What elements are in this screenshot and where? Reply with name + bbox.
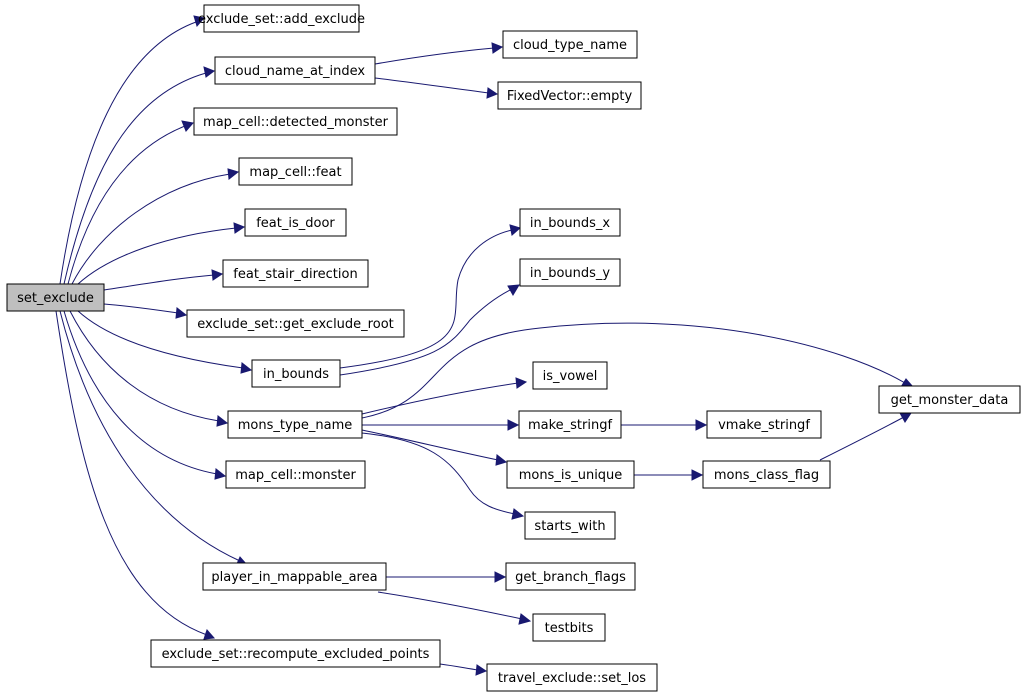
node-mons_class_flag[interactable]: mons_class_flag <box>702 460 831 489</box>
node-feat_is_door[interactable]: feat_is_door <box>244 208 347 237</box>
node-recompute_excluded_points[interactable]: exclude_set::recompute_excluded_points <box>150 639 441 668</box>
node-label: in_bounds_x <box>530 216 611 231</box>
node-mons_type_name[interactable]: mons_type_name <box>227 410 363 439</box>
node-label: in_bounds_y <box>530 266 611 281</box>
node-in_bounds_y[interactable]: in_bounds_y <box>519 258 621 287</box>
node-cloud_type_name[interactable]: cloud_type_name <box>502 30 638 59</box>
edge-mons_is_unique-mons_class_flag <box>634 469 704 481</box>
edge-mons_type_name-get_monster_data <box>361 322 915 419</box>
node-get_exclude_root[interactable]: exclude_set::get_exclude_root <box>186 309 405 338</box>
node-add_exclude[interactable]: exclude_set::add_exclude <box>198 4 365 33</box>
edge-mons_type_name-is_vowel <box>361 377 528 415</box>
node-label: in_bounds <box>263 367 329 382</box>
node-map_cell_feat[interactable]: map_cell::feat <box>238 157 353 186</box>
node-mons_is_unique[interactable]: mons_is_unique <box>506 460 635 489</box>
node-label: cloud_name_at_index <box>225 64 366 79</box>
node-fixedvector_empty[interactable]: FixedVector::empty <box>497 81 642 110</box>
edge-set_exclude-feat_stair_direction <box>103 269 224 291</box>
node-get_branch_flags[interactable]: get_branch_flags <box>505 562 636 591</box>
edge-set_exclude-feat_is_door <box>77 222 246 285</box>
node-label: exclude_set::get_exclude_root <box>197 317 394 332</box>
edge-make_stringf-vmake_stringf <box>621 419 708 431</box>
node-detected_monster[interactable]: map_cell::detected_monster <box>193 107 398 136</box>
edge-mons_class_flag-get_monster_data <box>819 412 912 461</box>
node-set_exclude[interactable]: set_exclude <box>6 283 105 312</box>
edge-mons_type_name-make_stringf <box>362 419 520 431</box>
node-label: mons_class_flag <box>714 468 819 483</box>
node-label: get_branch_flags <box>515 570 626 585</box>
edge-set_exclude-detected_monster <box>67 120 194 285</box>
edge-recompute_excluded_points-travel_exclude_set_los <box>439 663 488 676</box>
node-label: FixedVector::empty <box>507 89 633 104</box>
node-label: set_exclude <box>17 291 94 306</box>
call-nodes: set_exclude exclude_set::add_exclude clo… <box>6 4 1021 692</box>
node-in_bounds_x[interactable]: in_bounds_x <box>519 208 621 237</box>
edge-set_exclude-map_cell_feat <box>71 168 240 285</box>
edge-cloud_name_at_index-cloud_type_name <box>374 42 504 65</box>
edge-set_exclude-recompute_excluded_points <box>55 310 216 640</box>
node-label: vmake_stringf <box>718 418 810 433</box>
node-cloud_name_at_index[interactable]: cloud_name_at_index <box>214 56 376 85</box>
edge-mons_type_name-mons_is_unique <box>361 429 508 466</box>
node-get_monster_data[interactable]: get_monster_data <box>878 385 1021 414</box>
edge-set_exclude-map_cell_monster <box>63 310 227 480</box>
node-vmake_stringf[interactable]: vmake_stringf <box>706 410 822 439</box>
edge-set_exclude-get_exclude_root <box>103 303 188 319</box>
node-label: is_vowel <box>543 369 598 384</box>
node-label: testbits <box>545 621 594 636</box>
node-label: get_monster_data <box>891 393 1009 408</box>
call-edges <box>55 15 915 676</box>
node-label: feat_is_door <box>256 216 335 231</box>
node-is_vowel[interactable]: is_vowel <box>532 361 608 390</box>
node-label: travel_exclude::set_los <box>498 671 646 686</box>
edge-set_exclude-cloud_name_at_index <box>63 66 216 285</box>
node-label: map_cell::monster <box>235 468 356 483</box>
node-travel_exclude_set_los[interactable]: travel_exclude::set_los <box>486 663 658 692</box>
node-label: starts_with <box>534 519 605 534</box>
edge-cloud_name_at_index-fixedvector_empty <box>374 77 499 99</box>
edge-mons_type_name-starts_with <box>361 432 525 520</box>
node-label: mons_type_name <box>238 418 353 433</box>
node-map_cell_monster[interactable]: map_cell::monster <box>225 460 366 489</box>
node-testbits[interactable]: testbits <box>532 613 606 642</box>
edge-in_bounds-in_bounds_y <box>339 284 520 376</box>
node-label: exclude_set::recompute_excluded_points <box>162 647 430 662</box>
node-feat_stair_direction[interactable]: feat_stair_direction <box>222 259 369 288</box>
node-label: mons_is_unique <box>519 468 623 483</box>
node-label: cloud_type_name <box>513 38 627 53</box>
edge-player_in_mappable_area-get_branch_flags <box>386 571 507 583</box>
node-label: exclude_set::add_exclude <box>198 12 365 27</box>
edge-set_exclude-in_bounds <box>77 310 253 374</box>
node-player_in_mappable_area[interactable]: player_in_mappable_area <box>202 562 387 591</box>
node-label: make_stringf <box>528 418 613 433</box>
node-label: feat_stair_direction <box>233 267 357 282</box>
node-label: map_cell::feat <box>249 165 341 180</box>
edge-set_exclude-add_exclude <box>59 15 205 285</box>
node-in_bounds[interactable]: in_bounds <box>251 359 341 388</box>
node-label: player_in_mappable_area <box>211 570 377 585</box>
edge-set_exclude-mons_type_name <box>69 310 229 427</box>
node-label: map_cell::detected_monster <box>203 115 389 130</box>
edge-player_in_mappable_area-testbits <box>377 591 532 625</box>
node-make_stringf[interactable]: make_stringf <box>518 410 622 439</box>
node-starts_with[interactable]: starts_with <box>524 511 616 540</box>
edge-in_bounds-in_bounds_x <box>339 224 522 369</box>
